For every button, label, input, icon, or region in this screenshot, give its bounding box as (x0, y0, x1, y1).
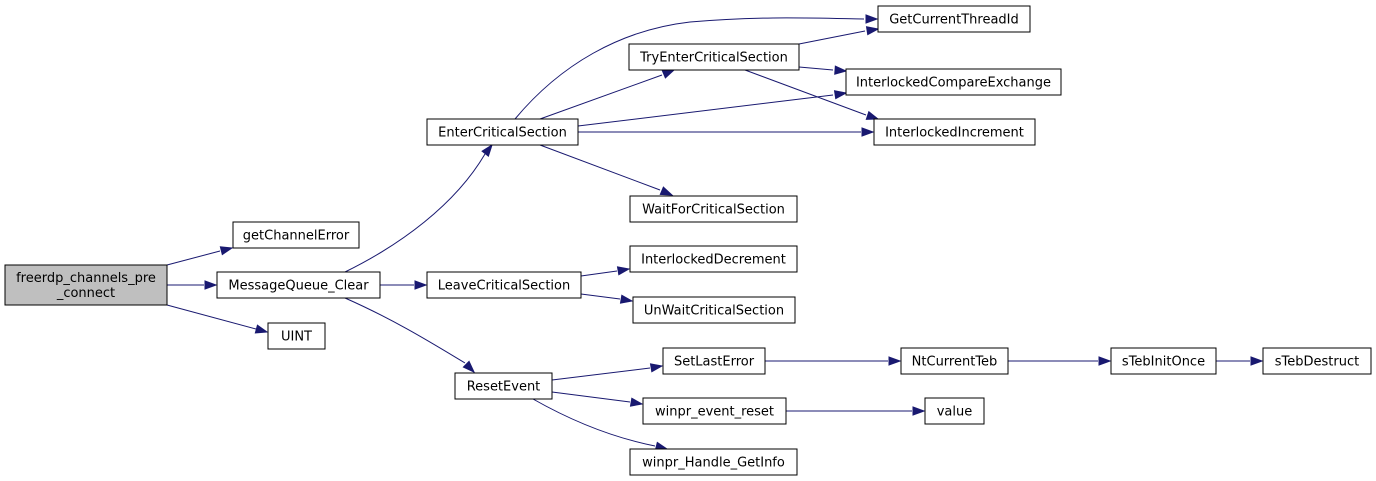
node-LeaveCriticalSection[interactable]: LeaveCriticalSection (426, 271, 582, 299)
node-label: winpr_event_reset (655, 405, 774, 420)
node-box (232, 221, 360, 249)
node-box (873, 118, 1036, 146)
node-box (1262, 347, 1372, 375)
node-NtCurrentTeb[interactable]: NtCurrentTeb (900, 347, 1009, 375)
node-GetCurrentThreadId[interactable]: GetCurrentThreadId (877, 5, 1031, 33)
node-box (267, 322, 326, 350)
edge-SetLastError-to-NtCurrentTeb (765, 356, 902, 366)
node-sTebInitOnce[interactable]: sTebInitOnce (1110, 347, 1217, 375)
node-box (629, 195, 798, 223)
node-InterlockedDecrement[interactable]: InterlockedDecrement (629, 245, 798, 273)
node-sTebDestruct[interactable]: sTebDestruct (1262, 347, 1372, 375)
node-label: InterlockedIncrement (885, 126, 1024, 141)
node-box (629, 245, 798, 273)
node-UnWaitCriticalSection[interactable]: UnWaitCriticalSection (632, 296, 796, 324)
node-label: sTebInitOnce (1122, 355, 1205, 370)
edge-TryEnterCriticalSection-to-InterlockedIncrement (744, 69, 880, 120)
edge-EnterCriticalSection-to-GetCurrentThreadId (514, 14, 879, 120)
node-label: TryEnterCriticalSection (639, 51, 788, 66)
edge-root-to-getChannelError (166, 246, 234, 266)
nodes-layer: freerdp_channels_pre_connect getChannelEr… (4, 5, 1372, 476)
node-label: SetLastError (674, 355, 755, 370)
node-label: value (937, 405, 973, 420)
node-label: freerdp_channels_pre (16, 271, 156, 286)
node-value[interactable]: value (924, 397, 985, 425)
edge-TryEnterCriticalSection-to-InterlockedCompareExchange (798, 65, 848, 75)
edge-EnterCriticalSection-to-TryEnterCriticalSection (539, 69, 676, 120)
node-label: _connect (56, 286, 115, 301)
edge-MessageQueue_Clear-to-EnterCriticalSection (344, 143, 493, 273)
node-box (845, 68, 1062, 96)
node-label: getChannelError (243, 229, 350, 244)
node-label: UINT (281, 330, 312, 345)
node-label: InterlockedCompareExchange (856, 76, 1051, 91)
node-UINT[interactable]: UINT (267, 322, 326, 350)
edge-TryEnterCriticalSection-to-GetCurrentThreadId (798, 26, 880, 45)
node-InterlockedIncrement[interactable]: InterlockedIncrement (873, 118, 1036, 146)
node-box (924, 397, 985, 425)
node-box (628, 43, 800, 71)
node-label: ResetEvent (467, 380, 541, 395)
edge-EnterCriticalSection-to-WaitForCriticalSection (539, 144, 674, 196)
edges-layer (166, 14, 1264, 451)
node-box (454, 372, 553, 400)
node-winpr_Handle_GetInfo[interactable]: winpr_Handle_GetInfo (629, 448, 798, 476)
edge-LeaveCriticalSection-to-UnWaitCriticalSection (580, 293, 634, 304)
edge-ResetEvent-to-winpr_event_reset (551, 391, 644, 407)
node-InterlockedCompareExchange[interactable]: InterlockedCompareExchange (845, 68, 1062, 96)
edge-EnterCriticalSection-to-InterlockedCompareExchange (577, 90, 848, 127)
edge-root-to-UINT (166, 304, 269, 334)
node-box (426, 118, 579, 146)
edge-sTebInitOnce-to-sTebDestruct (1216, 356, 1264, 366)
node-winpr_event_reset[interactable]: winpr_event_reset (642, 397, 787, 425)
node-box (632, 296, 796, 324)
node-label: GetCurrentThreadId (889, 13, 1019, 28)
node-box (4, 264, 168, 306)
node-box (216, 271, 381, 299)
edge-MessageQueue_Clear-to-ResetEvent (344, 297, 476, 374)
node-MessageQueue_Clear[interactable]: MessageQueue_Clear (216, 271, 381, 299)
node-WaitForCriticalSection[interactable]: WaitForCriticalSection (629, 195, 798, 223)
node-box (629, 448, 798, 476)
node-label: EnterCriticalSection (438, 126, 567, 141)
node-label: InterlockedDecrement (641, 253, 786, 268)
edge-NtCurrentTeb-to-sTebInitOnce (1008, 356, 1112, 366)
node-TryEnterCriticalSection[interactable]: TryEnterCriticalSection (628, 43, 800, 71)
node-box (662, 347, 766, 375)
edge-ResetEvent-to-SetLastError (551, 363, 664, 381)
edge-root-to-MessageQueue_Clear (167, 280, 218, 290)
node-label: LeaveCriticalSection (438, 279, 570, 294)
node-label: winpr_Handle_GetInfo (642, 456, 785, 471)
node-label: MessageQueue_Clear (228, 279, 369, 294)
node-SetLastError[interactable]: SetLastError (662, 347, 766, 375)
node-label: UnWaitCriticalSection (644, 304, 784, 319)
node-label: NtCurrentTeb (912, 355, 998, 370)
node-box (900, 347, 1009, 375)
node-EnterCriticalSection[interactable]: EnterCriticalSection (426, 118, 579, 146)
node-label: WaitForCriticalSection (642, 203, 785, 218)
node-getChannelError[interactable]: getChannelError (232, 221, 360, 249)
node-ResetEvent[interactable]: ResetEvent (454, 372, 553, 400)
node-box (642, 397, 787, 425)
edge-LeaveCriticalSection-to-InterlockedDecrement (580, 266, 631, 277)
node-box (426, 271, 582, 299)
edge-EnterCriticalSection-to-InterlockedIncrement (578, 127, 875, 137)
node-box (877, 5, 1031, 33)
node-root[interactable]: freerdp_channels_pre_connect (4, 264, 168, 306)
edge-MessageQueue_Clear-to-LeaveCriticalSection (380, 280, 428, 290)
edge-winpr_event_reset-to-value (786, 406, 926, 416)
node-label: sTebDestruct (1275, 355, 1359, 370)
node-box (1110, 347, 1217, 375)
